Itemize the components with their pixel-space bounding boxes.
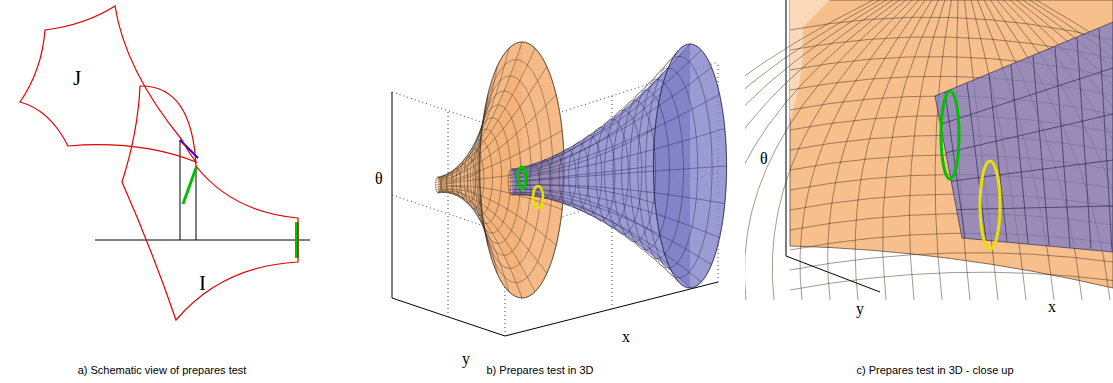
region-outline: J xyxy=(15,0,205,155)
axis-label: θ xyxy=(760,150,768,168)
region-label: J xyxy=(73,66,81,91)
panel-caption: c) Prepares test in 3D - close up xyxy=(856,364,1013,376)
axis-label: y xyxy=(462,350,470,368)
region-label: I xyxy=(199,271,206,296)
panel-caption: a) Schematic view of prepares test xyxy=(78,364,247,376)
surface-3d xyxy=(435,42,726,298)
schematic-lines xyxy=(95,140,310,258)
axis-label: x xyxy=(622,328,630,346)
outline-shape xyxy=(15,0,205,155)
panel-caption: b) Prepares test in 3D xyxy=(487,364,594,376)
outline-shape xyxy=(115,75,305,325)
axis-label: θ xyxy=(375,170,383,188)
region-outline: I xyxy=(115,75,305,325)
axis-label: x xyxy=(1048,298,1056,316)
surface-closeup xyxy=(745,0,1113,300)
axis-label: y xyxy=(856,300,864,318)
